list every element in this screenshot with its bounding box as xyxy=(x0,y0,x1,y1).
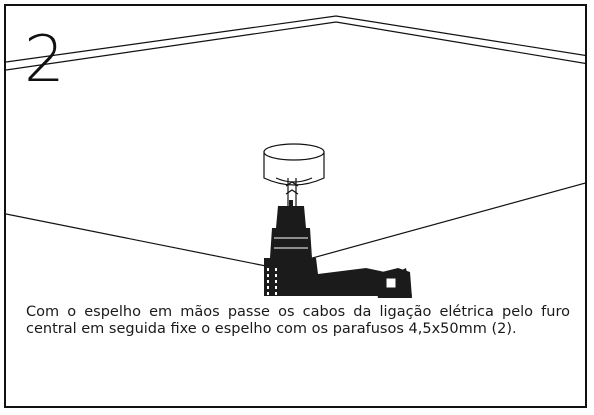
instruction-panel: 2 Com o espelho em mãos passe os cabos d… xyxy=(4,4,587,408)
instruction-text: Com o espelho em mãos passe os cabos da … xyxy=(26,304,570,338)
screw-drawing xyxy=(285,178,299,206)
assembly-illustration xyxy=(6,15,585,298)
mounting-plate-drawing xyxy=(263,143,325,186)
drill-drawing xyxy=(264,200,412,298)
step-number: 2 xyxy=(24,23,65,97)
